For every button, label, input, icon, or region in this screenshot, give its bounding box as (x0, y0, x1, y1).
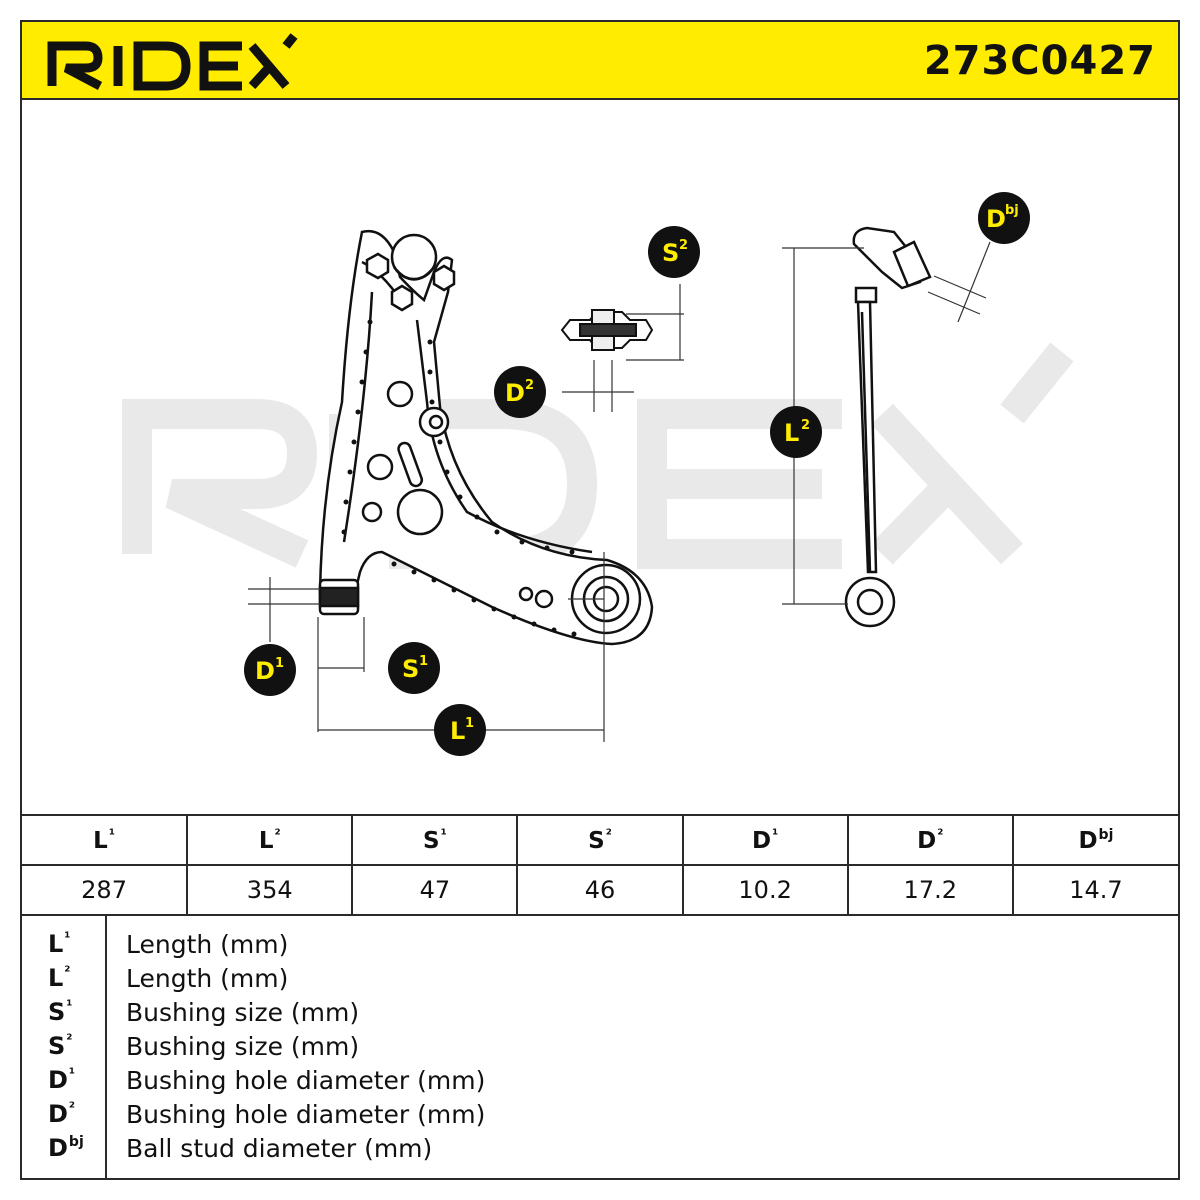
legend-description: Bushing hole diameter (mm) (126, 1100, 486, 1129)
value-Dbj: 14.7 (1011, 864, 1178, 916)
value-L1: 287 (22, 864, 189, 916)
legend-item: S¹ Bushing size (mm) (22, 996, 1178, 1030)
legend-description: Bushing size (mm) (126, 998, 360, 1027)
spec-value-row: 287 354 47 46 10.2 17.2 14.7 (22, 864, 1178, 916)
spec-header-row: L¹ L² S¹ S² D¹ D² Dbj (22, 814, 1178, 866)
legend-symbol: D¹ (48, 1066, 76, 1094)
legend-symbol: S² (48, 1032, 73, 1060)
svg-text:2: 2 (801, 418, 810, 433)
badge-S2: S 2 (648, 226, 700, 278)
legend-item: D¹ Bushing hole diameter (mm) (22, 1064, 1178, 1098)
svg-text:1: 1 (465, 716, 474, 731)
legend: L¹ Length (mm) L² Length (mm) S¹ Bushing… (22, 914, 1178, 1178)
value-L2: 354 (186, 864, 354, 916)
legend-description: Length (mm) (126, 964, 289, 993)
legend-item: S² Bushing size (mm) (22, 1030, 1178, 1064)
value-S2: 46 (516, 864, 684, 916)
badge-D1: D 1 (244, 644, 296, 696)
legend-symbol: S¹ (48, 998, 73, 1026)
svg-text:L: L (784, 419, 799, 447)
value-D1: 10.2 (681, 864, 849, 916)
ridex-logo (47, 33, 298, 91)
svg-text:D: D (986, 205, 1006, 233)
svg-text:bj: bj (1005, 203, 1019, 218)
badge-Dbj: D bj (978, 192, 1030, 244)
badge-D2: D 2 (494, 366, 546, 418)
legend-item: L¹ Length (mm) (22, 928, 1178, 962)
legend-symbol: L¹ (48, 930, 71, 958)
bushing-detail (560, 309, 654, 351)
spec-table: L¹ L² S¹ S² D¹ D² Dbj 287 354 47 46 10.2… (22, 814, 1178, 916)
legend-divider (105, 914, 107, 1178)
col-header-L2: L² (186, 814, 354, 866)
svg-text:L: L (450, 717, 465, 745)
legend-item: Dbj Ball stud diameter (mm) (22, 1132, 1178, 1166)
badge-S1: S 1 (388, 642, 440, 694)
badge-L2: L 2 (770, 406, 822, 458)
svg-text:2: 2 (679, 238, 688, 253)
legend-description: Ball stud diameter (mm) (126, 1134, 433, 1163)
svg-text:S: S (662, 239, 679, 267)
control-arm (318, 229, 654, 646)
svg-text:1: 1 (275, 656, 284, 671)
product-sheet: 273C0427 (20, 20, 1180, 1180)
svg-text:D: D (255, 657, 275, 685)
svg-text:2: 2 (525, 378, 534, 393)
col-header-S2: S² (516, 814, 684, 866)
svg-text:D: D (505, 379, 525, 407)
legend-description: Bushing hole diameter (mm) (126, 1066, 486, 1095)
technical-diagram: L 1 S 1 D 1 S 2 D 2 L 2 D (122, 192, 1074, 756)
legend-symbol: L² (48, 964, 71, 992)
svg-text:S: S (402, 655, 419, 683)
col-header-D2: D² (846, 814, 1014, 866)
legend-item: L² Length (mm) (22, 962, 1178, 996)
header-bar: 273C0427 (22, 22, 1178, 100)
value-S1: 47 (351, 864, 519, 916)
legend-description: Bushing size (mm) (126, 1032, 360, 1061)
col-header-L1: L¹ (22, 814, 189, 866)
ridex-watermark (122, 342, 1074, 569)
svg-text:1: 1 (419, 654, 428, 669)
badge-L1: L 1 (434, 704, 486, 756)
legend-item: D² Bushing hole diameter (mm) (22, 1098, 1178, 1132)
legend-symbol: Dbj (48, 1134, 84, 1162)
part-number: 273C0427 (923, 38, 1156, 84)
value-D2: 17.2 (846, 864, 1014, 916)
dimension-lines (248, 552, 605, 742)
legend-symbol: D² (48, 1100, 76, 1128)
arm-side-view (844, 226, 932, 628)
col-header-S1: S¹ (351, 814, 519, 866)
col-header-D1: D¹ (681, 814, 849, 866)
legend-description: Length (mm) (126, 930, 289, 959)
col-header-Dbj: Dbj (1011, 814, 1178, 866)
